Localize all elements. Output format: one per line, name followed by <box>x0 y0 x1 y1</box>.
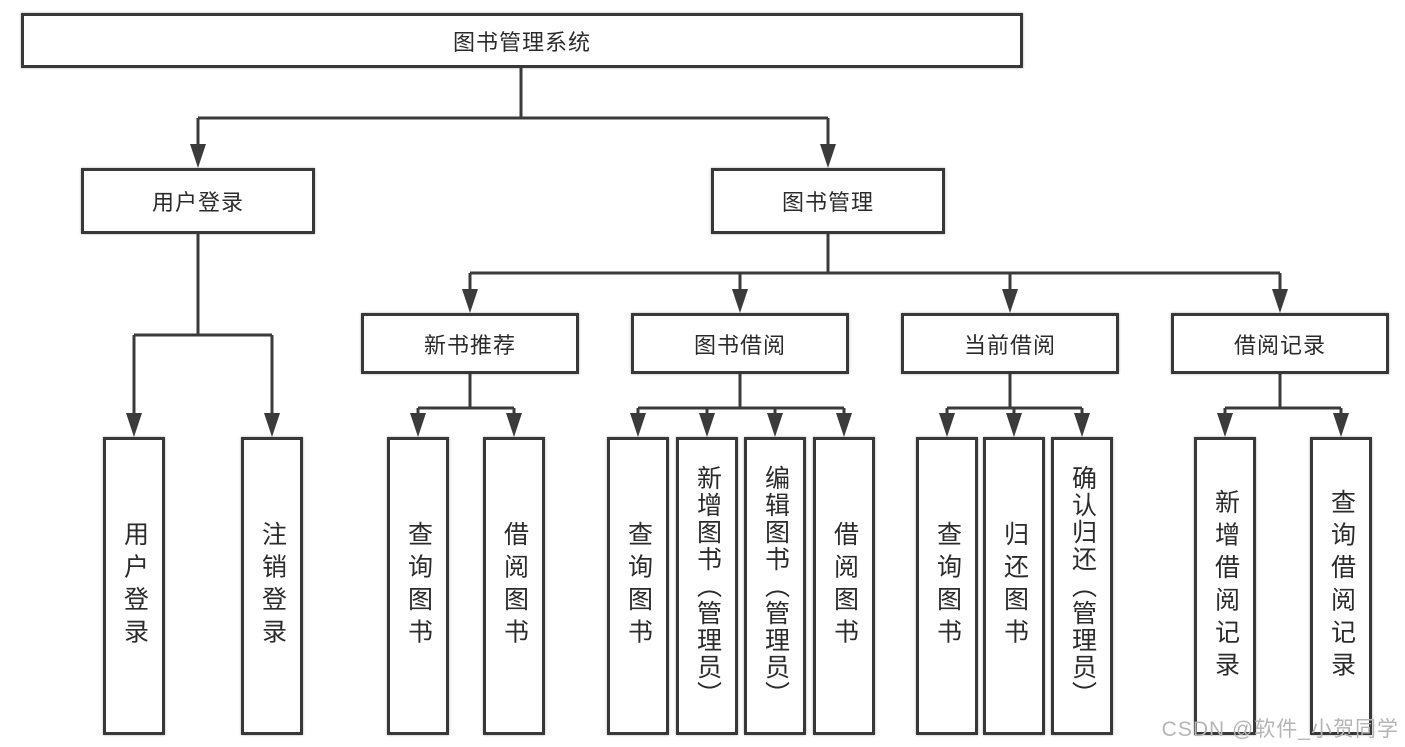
node-current-borrowing: 当前借阅 <box>901 313 1119 374</box>
leaf-user-login: 用户登录 <box>103 437 165 735</box>
leaf-edit-book-admin: 编辑图书（管理员） <box>744 437 806 735</box>
leaf-confirm-return-admin: 确认归还（管理员） <box>1051 437 1113 735</box>
node-book-management: 图书管理 <box>711 168 945 234</box>
csdn-watermark: CSDN @软件_小贺同学 <box>1161 718 1399 741</box>
leaf-query-books-current: 查询图书 <box>916 437 978 735</box>
leaf-label: 查询借阅记录 <box>1327 488 1356 684</box>
leaf-query-books-borrowing: 查询图书 <box>607 437 669 735</box>
leaf-logout: 注销登录 <box>241 437 303 735</box>
leaf-label: 查询图书 <box>933 521 962 651</box>
node-label: 图书借阅 <box>693 332 786 358</box>
leaf-label: 归还图书 <box>1000 521 1029 651</box>
leaf-label: 用户登录 <box>120 521 149 651</box>
leaf-query-books-recommend: 查询图书 <box>387 437 449 735</box>
node-label: 图书管理 <box>781 190 874 215</box>
leaf-borrow-books-recommend: 借阅图书 <box>483 437 545 735</box>
node-label: 当前借阅 <box>963 332 1056 358</box>
leaf-label: 新增借阅记录 <box>1211 488 1240 684</box>
leaf-label: 编辑图书（管理员） <box>761 464 790 708</box>
node-library-system: 图书管理系统 <box>21 13 1023 68</box>
leaf-label: 确认归还（管理员） <box>1068 464 1097 708</box>
node-borrow-records: 借阅记录 <box>1171 313 1389 374</box>
node-label: 新书推荐 <box>423 332 516 358</box>
leaf-add-borrow-record: 新增借阅记录 <box>1194 437 1256 735</box>
leaf-label: 借阅图书 <box>830 521 859 651</box>
leaf-label: 新增图书（管理员） <box>693 464 722 708</box>
node-book-borrowing: 图书借阅 <box>631 313 849 374</box>
leaf-borrow-books-borrowing: 借阅图书 <box>813 437 875 735</box>
node-new-book-recommend: 新书推荐 <box>361 313 579 374</box>
leaf-label: 查询图书 <box>624 521 653 651</box>
leaf-add-book-admin: 新增图书（管理员） <box>676 437 738 735</box>
leaf-return-books: 归还图书 <box>983 437 1045 735</box>
leaf-label: 查询图书 <box>404 521 433 651</box>
leaf-query-borrow-record: 查询借阅记录 <box>1310 437 1372 735</box>
node-label: 借阅记录 <box>1233 332 1326 358</box>
leaf-label: 借阅图书 <box>500 521 529 651</box>
node-label: 用户登录 <box>151 190 244 215</box>
node-label: 图书管理系统 <box>452 29 591 55</box>
node-user-login: 用户登录 <box>81 168 315 234</box>
leaf-label: 注销登录 <box>258 521 287 651</box>
